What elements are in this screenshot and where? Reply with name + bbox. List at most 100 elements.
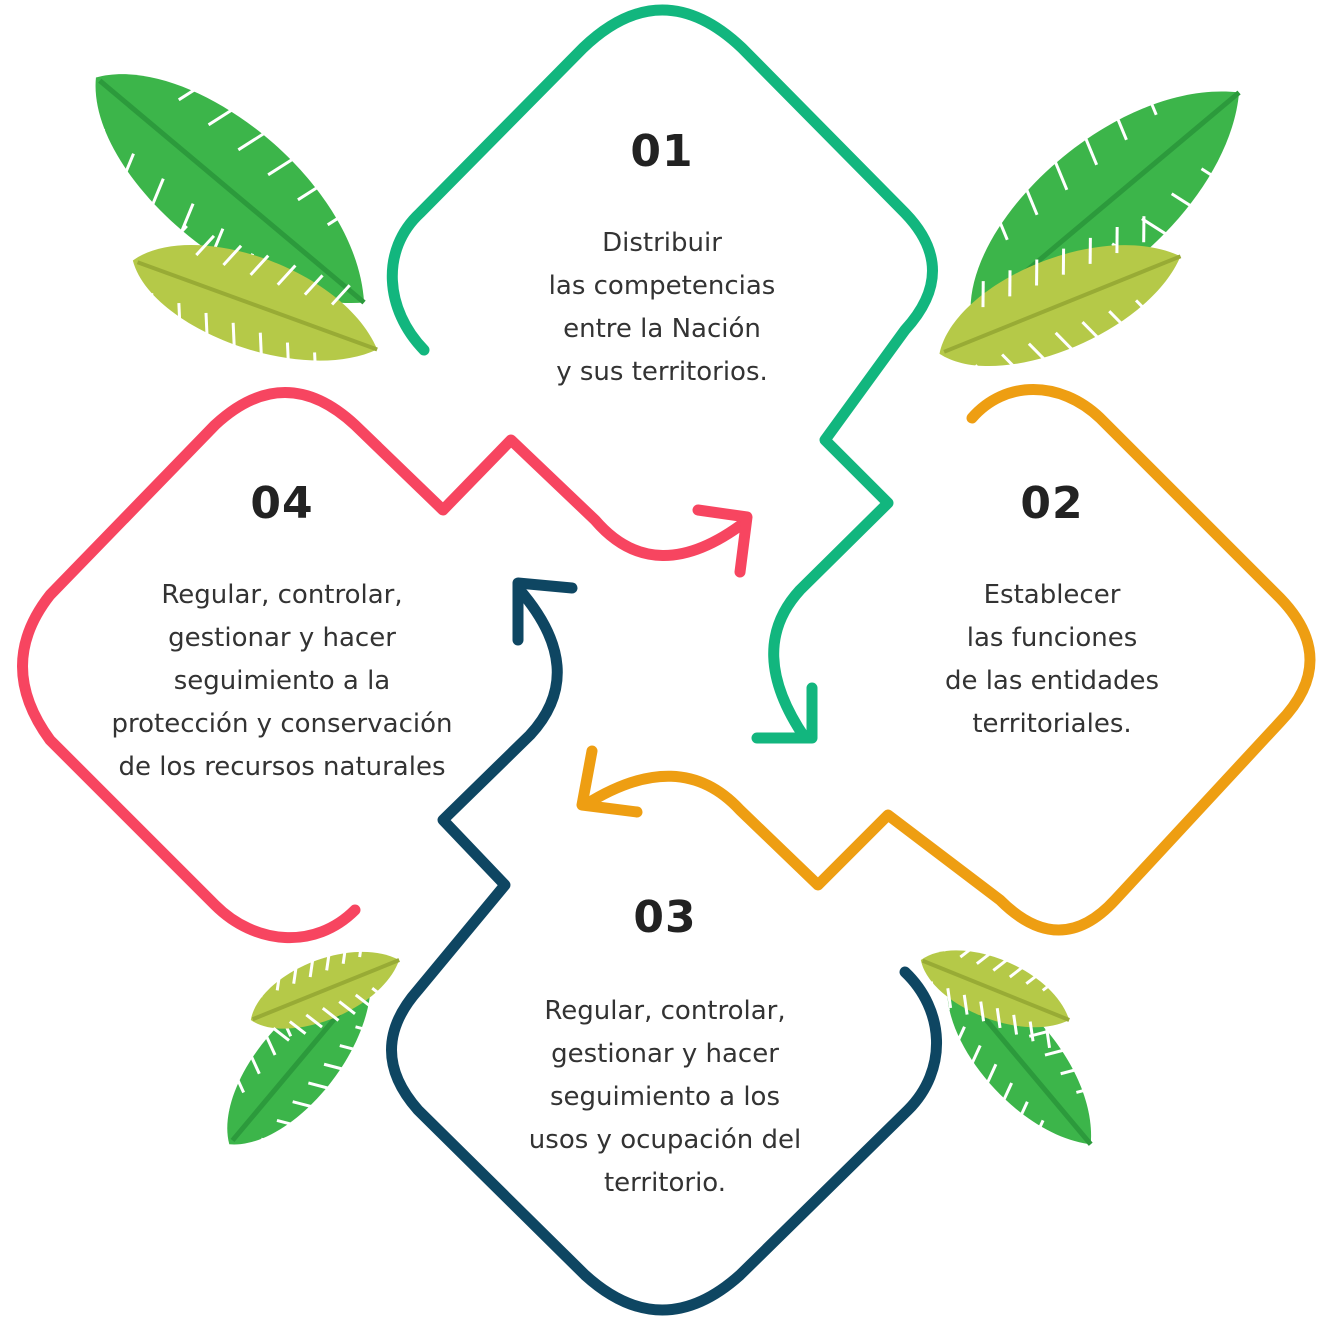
leaf-slit: [216, 1089, 230, 1112]
step-04-line: Regular, controlar,: [161, 580, 403, 610]
leaf-slit: [276, 1118, 300, 1128]
step-02-line: territoriales.: [972, 709, 1132, 739]
leaf-slit: [1031, 1119, 1045, 1143]
step-01-line: Distribuir: [602, 228, 722, 258]
leaf-slit: [354, 993, 373, 1009]
leaf-slit: [937, 1007, 951, 1030]
step-02-description: Establecer las funciones de las entidade…: [862, 574, 1242, 746]
leaf-slit: [981, 281, 985, 308]
step-01-path: [386, 4, 938, 744]
step-01-number: 01: [630, 126, 694, 177]
step-03-line: Regular, controlar,: [544, 996, 786, 1026]
leaf-slit: [149, 178, 165, 210]
leaf-slit: [313, 352, 318, 379]
leaf-slit: [1161, 288, 1183, 310]
leaf-slit: [1001, 353, 1022, 375]
step-03-line: territorio.: [603, 1168, 727, 1198]
leaf-slit: [995, 1008, 1002, 1029]
leaf-slit: [321, 1007, 340, 1022]
leaf-slit: [339, 1044, 363, 1053]
leaf-slit: [325, 950, 331, 971]
leaf-slit: [288, 1020, 307, 1035]
leaf-slit: [1081, 320, 1102, 342]
leaf-slit: [275, 970, 282, 991]
step-02-path: [576, 384, 1316, 936]
leaf-slit: [1008, 270, 1012, 297]
leaf-slit: [942, 937, 961, 952]
leaf-slit: [272, 1027, 290, 1042]
leaf-slit: [231, 322, 236, 349]
leaf-slit: [370, 1006, 395, 1016]
leaf-slit: [232, 1070, 245, 1094]
leaf-slit: [959, 943, 978, 959]
leaf-slit: [168, 224, 188, 247]
step-03-description: Regular, controlar, gestionar y hacer se…: [475, 990, 855, 1205]
leaf-slit: [338, 1000, 356, 1015]
leaf-slit: [946, 988, 953, 1009]
leaf-slit: [207, 105, 238, 127]
step-01-line: entre la Nación: [563, 314, 761, 344]
leaf-slit: [1023, 183, 1039, 216]
leaf-slit: [1016, 1101, 1029, 1124]
leaf-slit: [1142, 83, 1158, 116]
leaf-slit: [1027, 342, 1049, 364]
leaf-slit: [89, 128, 106, 160]
leaf-slit: [119, 153, 135, 185]
leaf-slit: [975, 950, 994, 965]
leaf-slit: [1058, 983, 1076, 999]
leaf-slit: [954, 291, 958, 319]
leaf-cluster-top-right: [939, 58, 1261, 385]
step-01-line: y sus territorios.: [556, 357, 768, 387]
leaf-slit: [330, 284, 351, 306]
step-04-number: 04: [250, 478, 314, 529]
leaf-slit: [259, 977, 266, 998]
leaf-slit: [1028, 1021, 1035, 1042]
leaf-slit: [1044, 1047, 1068, 1057]
leaf-cluster-top-left: [89, 55, 387, 389]
leaf-slit: [204, 312, 209, 340]
leaf-slit: [1012, 1014, 1019, 1035]
leaf-slit: [260, 1137, 285, 1147]
leaf-slit: [371, 987, 389, 1002]
leaf-slit: [358, 937, 364, 958]
leaf-slit: [387, 980, 406, 995]
leaf-slit: [355, 1025, 379, 1035]
leaf-slit: [258, 332, 263, 359]
leaf-slit: [148, 55, 178, 77]
leaf-slit: [929, 981, 936, 1002]
leaf-slit: [1035, 259, 1039, 286]
leaf-cluster-bottom-left: [216, 930, 406, 1147]
leaf-slit: [974, 364, 995, 385]
leaf-slit: [1112, 108, 1128, 141]
leaf-slit: [979, 1001, 986, 1022]
leaf-slit: [1141, 217, 1171, 238]
leaf-slit: [1108, 310, 1129, 331]
leaf-light-icon: [250, 930, 406, 1042]
step-02-number: 02: [1020, 478, 1084, 529]
step-03-path: [386, 577, 942, 1316]
leaf-slit: [1134, 299, 1156, 320]
leaf-slit: [222, 244, 243, 266]
leaf-slit: [1170, 192, 1201, 213]
leaf-slit: [1230, 142, 1261, 163]
leaf-slit: [1088, 237, 1092, 264]
leaf-slit: [963, 233, 979, 266]
leaf-slit: [992, 957, 1010, 972]
leaf-slit: [292, 1100, 316, 1110]
leaf-slit: [276, 264, 297, 286]
leaf-slit: [267, 155, 297, 177]
leaf-slit: [177, 80, 208, 102]
leaf-light-icon: [920, 937, 1076, 1049]
step-04-description: Regular, controlar, gestionar y hacer se…: [92, 574, 472, 789]
leaf-slit: [358, 294, 378, 316]
step-03-line: usos y ocupación del: [528, 1125, 802, 1155]
leaf-slit: [962, 994, 969, 1015]
step-03-number: 03: [633, 892, 697, 943]
leaf-slit: [1041, 976, 1060, 992]
leaf-slit: [1115, 226, 1119, 254]
leaf-slit: [1054, 331, 1076, 353]
step-02-line: las funciones: [966, 623, 1138, 653]
leaf-slit: [263, 1033, 277, 1056]
leaf-slit: [195, 234, 216, 257]
